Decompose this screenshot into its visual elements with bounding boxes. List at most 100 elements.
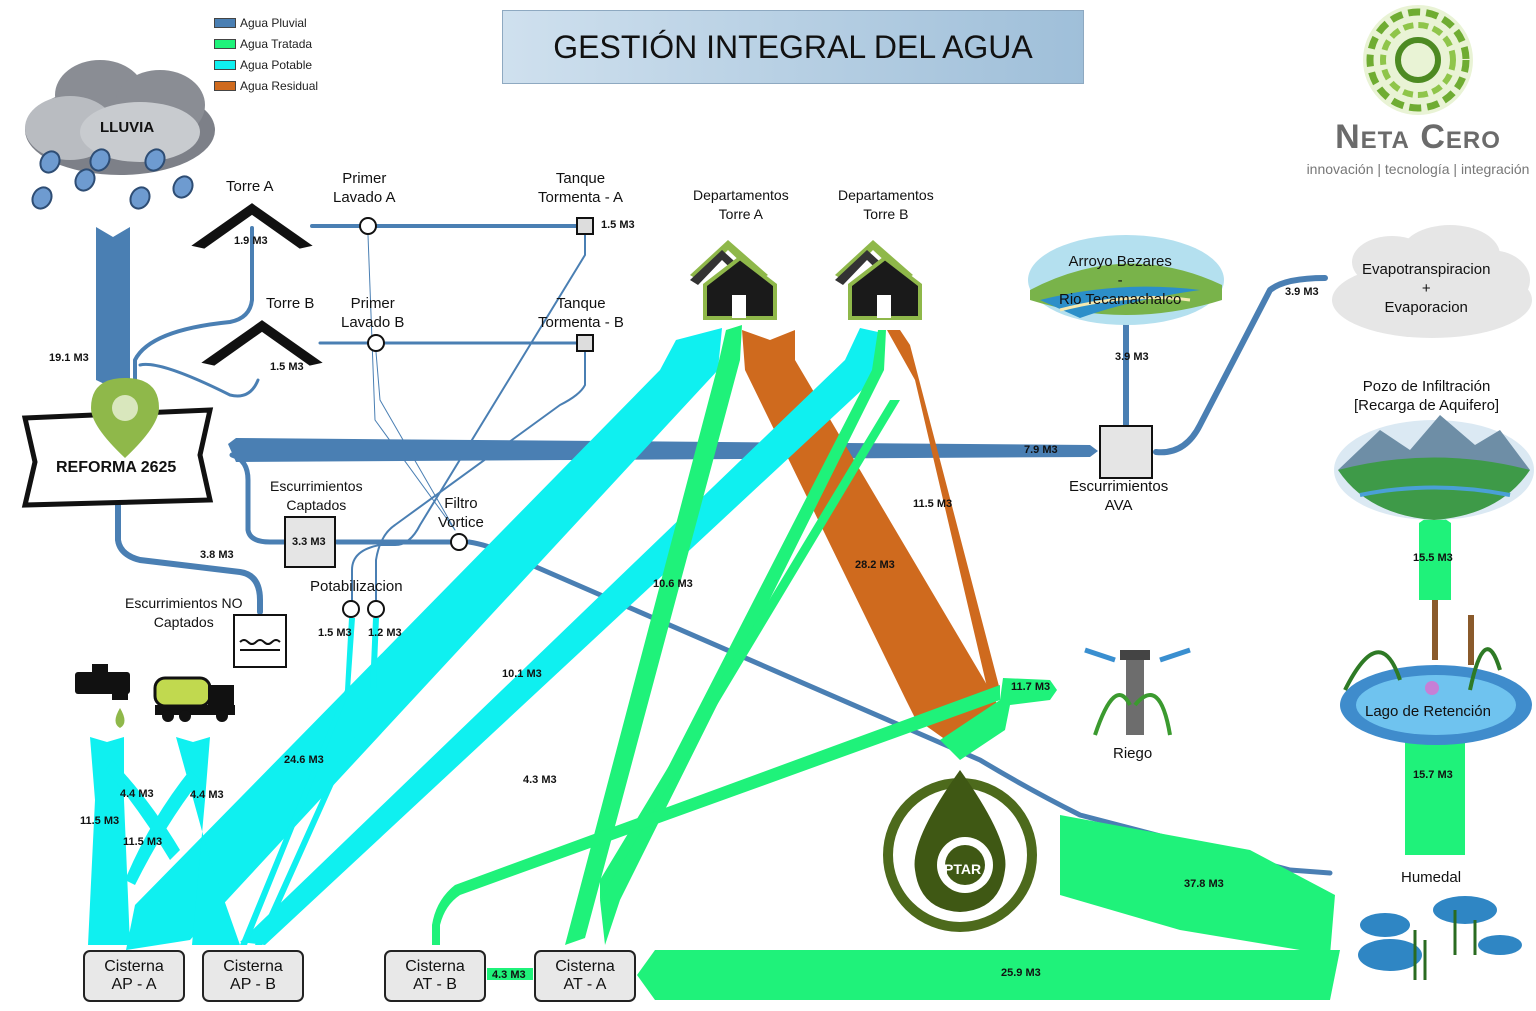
label-torre-a: Torre A [226, 178, 274, 195]
rain-cloud [25, 60, 215, 210]
evapo-cloud [1332, 225, 1532, 338]
filtro-vortice-icon [450, 533, 468, 551]
brand-name: Neta Cero [1335, 118, 1501, 156]
flow-ptar-humedal [1060, 815, 1335, 955]
brand-tagline: innovación | tecnología | integración [1306, 161, 1530, 177]
flow-tanque-a-down [351, 234, 586, 601]
torre-b-icon [201, 320, 323, 366]
reforma-banner [21, 378, 214, 508]
legend-tratada-swatch [214, 38, 236, 49]
legend-potable-swatch [214, 59, 236, 70]
flow-tratada-4 [432, 685, 1000, 945]
escurrimientos-ava-box [1099, 425, 1153, 479]
flow-grifo [88, 737, 130, 945]
value-pot-a: 1.5 M3 [318, 627, 352, 639]
flow-tanque-b-down [375, 351, 586, 601]
flow-potable-b [240, 328, 878, 945]
tratada-flows [432, 325, 1465, 1000]
label-ptar: PTAR [944, 861, 982, 877]
value-residual-a: 28.2 M3 [855, 559, 895, 571]
value-riego: 11.7 M3 [1011, 681, 1051, 693]
cisterna-ap-a: Cisterna AP - A [83, 950, 185, 1002]
label-riego: Riego [1113, 745, 1153, 762]
value-lluvia-reforma: 19.1 M3 [49, 352, 89, 364]
flow-reforma-no-captados [115, 502, 263, 615]
legend-residual: Agua Residual [214, 75, 318, 96]
flow-torre-b-reforma [138, 362, 260, 398]
legend-pluvial: Agua Pluvial [214, 12, 318, 33]
label-reforma: REFORMA 2625 [56, 459, 177, 476]
arroyo-icon [1028, 235, 1224, 325]
flow-lluvia-reforma [96, 227, 130, 388]
cisterna-ap-b: Cisterna AP - B [202, 950, 304, 1002]
value-tanque-a: 1.5 M3 [601, 219, 635, 231]
label-deptos-b: Departamentos Torre B [838, 187, 934, 222]
value-pot-b: 1.2 M3 [368, 627, 402, 639]
pipa-icon [153, 676, 235, 722]
flow-lago-pozo [1419, 512, 1451, 600]
legend: Agua Pluvial Agua Tratada Agua Potable A… [214, 12, 318, 96]
value-tratada-b: 4.3 M3 [523, 774, 557, 786]
potabilizacion-a-icon [342, 600, 360, 618]
label-filtro: Filtro Vortice [438, 495, 484, 531]
value-captados: 3.3 M3 [292, 536, 326, 548]
label-esc-ava: Escurrimientos AVA [1069, 478, 1169, 514]
value-arroyo: 3.9 M3 [1115, 351, 1149, 363]
value-reforma-no-captados: 3.8 M3 [200, 549, 234, 561]
value-potable-a: 24.6 M3 [284, 754, 324, 766]
torre-a-icon [191, 203, 313, 249]
label-potabilizacion: Potabilizacion [310, 578, 403, 595]
flow-potable-a [126, 328, 722, 950]
primer-lavado-b-icon [367, 334, 385, 352]
legend-pluvial-swatch [214, 17, 236, 28]
escurrimientos-captados-box [284, 516, 336, 568]
tanque-a-icon [576, 217, 594, 235]
page-title: GESTIÓN INTEGRAL DEL AGUA [502, 10, 1084, 84]
flow-riego [940, 678, 1057, 760]
departamentos-torre-a-icon [690, 240, 777, 320]
label-lluvia: LLUVIA [100, 119, 155, 136]
value-lago: 15.7 M3 [1413, 769, 1453, 781]
value-grifo-b: 4.4 M3 [120, 788, 154, 800]
flow-tratada-b [600, 330, 886, 945]
departamentos-torre-b-icon [835, 240, 922, 320]
label-deptos-a: Departamentos Torre A [693, 187, 789, 222]
value-grifo-a: 11.5 M3 [80, 815, 120, 827]
value-pipa-a: 4.4 M3 [190, 789, 224, 801]
value-cisterna-at-a: 25.9 M3 [1001, 967, 1041, 979]
label-primer-lavado-a: Primer Lavado A [333, 170, 396, 206]
label-primer-lavado-b: Primer Lavado B [341, 295, 405, 331]
ptar-icon [883, 770, 1037, 932]
value-evapo: 3.9 M3 [1285, 286, 1319, 298]
humedal-icon [1358, 896, 1522, 980]
label-humedal: Humedal [1401, 869, 1462, 886]
flow-tratada-a [565, 325, 742, 945]
flow-residual-b [887, 330, 1000, 700]
value-potable-b: 10.1 M3 [502, 668, 542, 680]
value-pozo: 15.5 M3 [1413, 552, 1453, 564]
potable-flows [88, 328, 878, 950]
value-ava: 7.9 M3 [1024, 444, 1058, 456]
grifo-icon [75, 664, 130, 728]
flow-reforma-ava [228, 438, 1098, 462]
label-evapo: Evapotranspiracion + Evaporacion [1362, 261, 1491, 316]
cisterna-at-a: Cisterna AT - A [534, 950, 636, 1002]
brand-logo: Neta Cero innovación | tecnología | inte… [1300, 4, 1536, 184]
label-tanque-b: Tanque Tormenta - B [538, 295, 624, 331]
pluvial-flows [96, 224, 1333, 876]
legend-tratada: Agua Tratada [214, 33, 318, 54]
value-torre-a: 1.9 M3 [234, 235, 268, 247]
flow-ava-evapo [1153, 275, 1328, 456]
value-at-link: 4.3 M3 [492, 969, 526, 981]
label-pozo: Pozo de Infiltración [Recarga de Aquifer… [1354, 378, 1500, 414]
value-torre-b: 1.5 M3 [270, 361, 304, 373]
value-pipa-b: 11.5 M3 [123, 836, 163, 848]
legend-residual-swatch [214, 80, 236, 91]
riego-icon [1084, 647, 1191, 736]
flow-humedal-cisterna [637, 950, 1340, 1000]
value-humedal: 37.8 M3 [1184, 878, 1224, 890]
label-arroyo: Arroyo Bezares - Rio Tecamachalco [1059, 253, 1182, 308]
value-residual-b: 11.5 M3 [913, 498, 953, 510]
label-esc-captados: Escurrimientos Captados [270, 478, 363, 513]
